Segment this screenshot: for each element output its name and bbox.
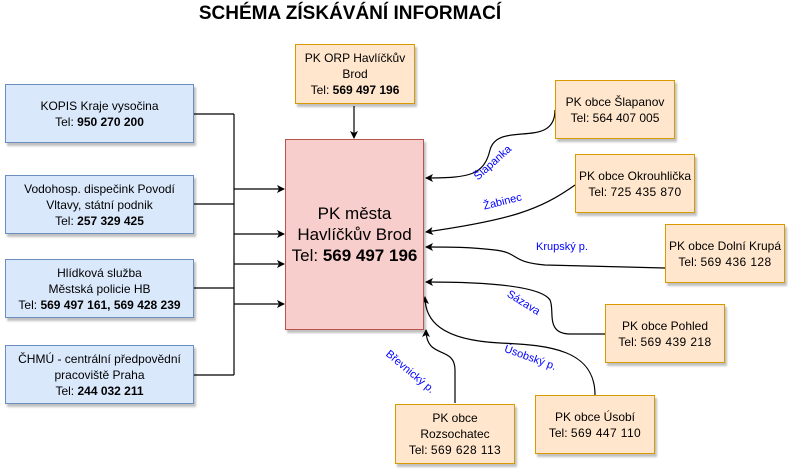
center-tel: 569 497 196: [322, 246, 418, 265]
node-tel-row: Tel: 569 497 196: [311, 82, 400, 98]
node-line1: PK ORP Havlíčkův: [304, 51, 406, 65]
tel-prefix: Tel:: [291, 246, 323, 265]
node-tel-row: Tel: 950 270 200: [55, 114, 144, 130]
node-line1: Hlídková služba: [57, 265, 142, 280]
node-usobi[interactable]: PK obce Úsobí Tel: 569 447 110: [535, 395, 655, 454]
tel-prefix: Tel:: [588, 184, 611, 199]
node-tel-row: Tel: 569 628 113: [409, 442, 501, 458]
center-line1: PK města: [317, 204, 392, 223]
node-line1: PK obce Šlapanov: [565, 94, 665, 109]
node-tel: 569 497 196: [332, 83, 400, 97]
node-tel-row: Tel: 569 439 218: [618, 334, 711, 350]
arrow-pohled: [425, 278, 605, 335]
node-tel: 244 032 211: [77, 383, 144, 398]
node-line1: KOPIS Kraje vysočina: [40, 98, 159, 113]
node-tel-row: Tel: 725 435 870: [588, 184, 681, 200]
node-line1: PK obce Okrouhlička: [578, 168, 692, 183]
edge-label-krupsky: Krupský p.: [536, 241, 588, 253]
node-tel-row: Tel: 257 329 425: [55, 213, 144, 229]
tel-prefix: Tel:: [55, 114, 78, 129]
node-line2: pracoviště Praha: [54, 367, 145, 382]
center-tel-row: Tel: 569 497 196: [292, 245, 418, 266]
node-line1: PK obce Úsobí: [554, 409, 636, 424]
arrow-dolni-krupa: [425, 243, 666, 269]
diagram-title: SCHÉMA ZÍSKÁVÁNÍ INFORMACÍ: [198, 3, 502, 24]
node-tel: 569 439 218: [640, 334, 712, 349]
node-tel: 725 435 870: [610, 184, 682, 199]
node-tel: 950 270 200: [77, 114, 144, 129]
node-hlidkova-sluzba[interactable]: Hlídková služba Městská policie HB Tel: …: [5, 259, 194, 318]
tel-prefix: Tel:: [408, 443, 431, 457]
node-dolni-krupa[interactable]: PK obce Dolní Krupá Tel: 569 436 128: [665, 224, 785, 283]
node-tel-row: Tel: 569 497 161, 569 428 239: [18, 297, 180, 313]
node-okrouhlicka[interactable]: PK obce Okrouhlička Tel: 725 435 870: [575, 154, 695, 213]
tel-prefix: Tel:: [570, 110, 593, 125]
center-line2: Havlíčkův Brod: [297, 225, 412, 244]
node-tel-row: Tel: 244 032 211: [55, 383, 143, 399]
node-pohled[interactable]: PK obce Pohled Tel: 569 439 218: [605, 304, 725, 363]
node-line2: Brod: [342, 67, 368, 81]
node-tel-row: Tel: 569 447 110: [549, 425, 641, 441]
node-tel: 569 436 128: [700, 254, 772, 269]
tel-prefix: Tel:: [55, 383, 78, 398]
arrow-slapanov: [425, 109, 556, 182]
node-tel-row: Tel: 564 407 005: [571, 110, 660, 126]
node-line2: Rozsochatec: [420, 427, 490, 441]
node-line1: PK obce: [432, 411, 478, 425]
tel-prefix: Tel:: [310, 83, 333, 97]
node-line2: Vltavy, státní podnik: [46, 197, 153, 212]
node-chmu[interactable]: ČHMÚ - centrální předpovědní pracoviště …: [5, 345, 194, 404]
node-line1: Vodohosp. dispečink Povodí: [24, 181, 175, 196]
left-bus: [194, 113, 285, 376]
node-tel: 569 628 113: [430, 443, 502, 457]
node-tel: 569 497 161, 569 428 239: [40, 297, 181, 312]
arrow-usobi: [421, 296, 596, 396]
tel-prefix: Tel:: [18, 297, 41, 312]
tel-prefix: Tel:: [678, 254, 701, 269]
tel-prefix: Tel:: [618, 334, 641, 349]
center-node-pk-mesta[interactable]: PK města Havlíčkův Brod Tel: 569 497 196: [285, 139, 424, 330]
node-tel: 569 447 110: [570, 425, 642, 440]
node-pk-orp[interactable]: PK ORP Havlíčkův Brod Tel: 569 497 196: [295, 44, 415, 104]
node-line1: PK obce Dolní Krupá: [668, 238, 782, 253]
node-rozsochatec[interactable]: PK obce Rozsochatec Tel: 569 628 113: [395, 404, 515, 464]
tel-prefix: Tel:: [548, 425, 571, 440]
arrow-okrouhlicka: [425, 184, 576, 235]
node-line1: PK obce Pohled: [621, 318, 709, 333]
node-vodohosp[interactable]: Vodohosp. dispečink Povodí Vltavy, státn…: [5, 175, 194, 234]
arrow-rozsochatec: [422, 329, 456, 403]
node-line2: Městská policie HB: [48, 281, 151, 296]
node-tel: 564 407 005: [592, 110, 660, 125]
node-slapanov[interactable]: PK obce Šlapanov Tel: 564 407 005: [555, 80, 675, 139]
node-line1: ČHMÚ - centrální předpovědní: [18, 351, 181, 366]
node-kopis[interactable]: KOPIS Kraje vysočina Tel: 950 270 200: [5, 84, 194, 143]
node-tel-row: Tel: 569 436 128: [678, 254, 771, 270]
node-tel: 257 329 425: [77, 213, 144, 228]
tel-prefix: Tel:: [55, 213, 78, 228]
